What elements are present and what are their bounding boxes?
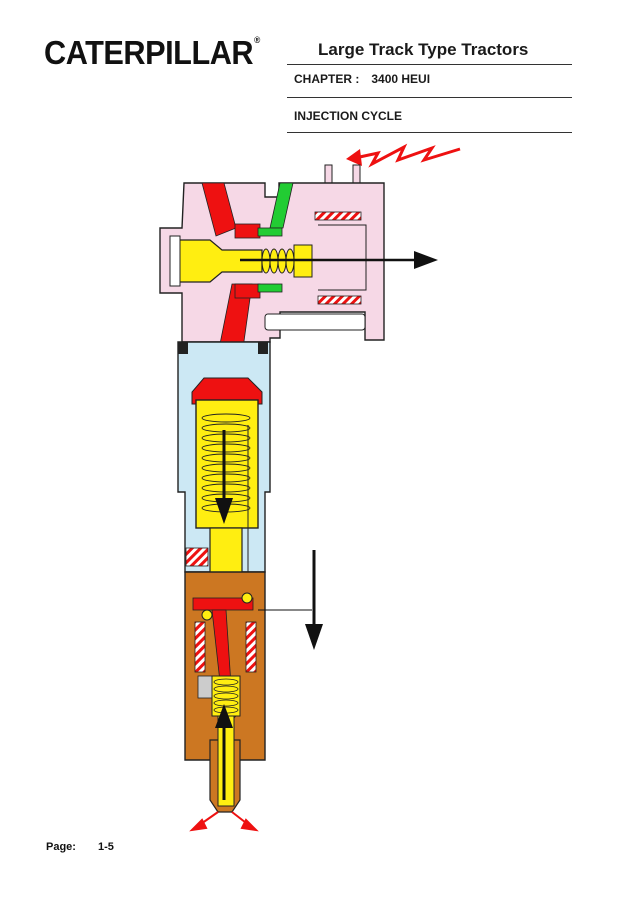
return-chamber-lower <box>257 283 283 293</box>
body-notch-right <box>258 342 268 354</box>
connector-bracket <box>264 313 366 331</box>
nozzle-spring <box>213 678 239 714</box>
vent-check-ball <box>241 592 253 604</box>
page-footer: Page: 1-5 <box>46 841 114 853</box>
needle-valve <box>217 715 235 807</box>
poppet-chamber-upper <box>234 223 261 239</box>
return-passage <box>269 182 294 229</box>
title-divider <box>287 64 572 65</box>
page-title: Large Track Type Tractors <box>318 40 529 59</box>
fuel-spray-icon <box>189 811 259 832</box>
piston-stroke-arrow-icon <box>215 430 233 524</box>
nozzle-spring-chamber <box>211 675 241 717</box>
solenoid-armature-housing <box>318 224 367 291</box>
intensifier-chamber <box>191 377 263 405</box>
solenoid-coil-top <box>314 211 362 221</box>
electrical-signal-icon <box>346 143 461 168</box>
page-label: Page: <box>46 841 76 853</box>
terminal-pin-left <box>324 164 333 184</box>
inlet-check-ball <box>201 609 213 621</box>
needle-lift-arrow-icon <box>215 704 233 800</box>
spacer <box>197 675 213 699</box>
poppet-chamber-lower <box>234 283 261 299</box>
chapter-row: CHAPTER : 3400 HEUI <box>294 72 430 86</box>
poppet-movement-arrow-icon <box>240 251 438 269</box>
section-title: INJECTION CYCLE <box>294 109 403 123</box>
check-valve-seal-right <box>245 621 257 673</box>
poppet-end-plug <box>169 235 181 287</box>
body-notch-left <box>178 342 188 354</box>
caterpillar-logo: CATERPILLAR® <box>44 34 260 71</box>
plunger-displacement-arrow-icon <box>258 550 323 650</box>
seal-ring <box>185 547 209 567</box>
check-valve-seal-left <box>194 621 206 673</box>
page-number: 1-5 <box>97 841 114 853</box>
chapter-value: 3400 HEUI <box>371 72 431 86</box>
terminal-pin-right <box>352 164 361 184</box>
solenoid-coil-bottom <box>317 295 362 305</box>
section-divider <box>287 132 572 133</box>
poppet-valve <box>171 239 263 283</box>
chapter-divider <box>287 97 572 98</box>
return-chamber-upper <box>257 227 283 237</box>
chapter-label: CHAPTER : <box>294 72 360 86</box>
brand-text: CATERPILLAR <box>44 34 254 71</box>
registered-mark: ® <box>254 35 260 45</box>
